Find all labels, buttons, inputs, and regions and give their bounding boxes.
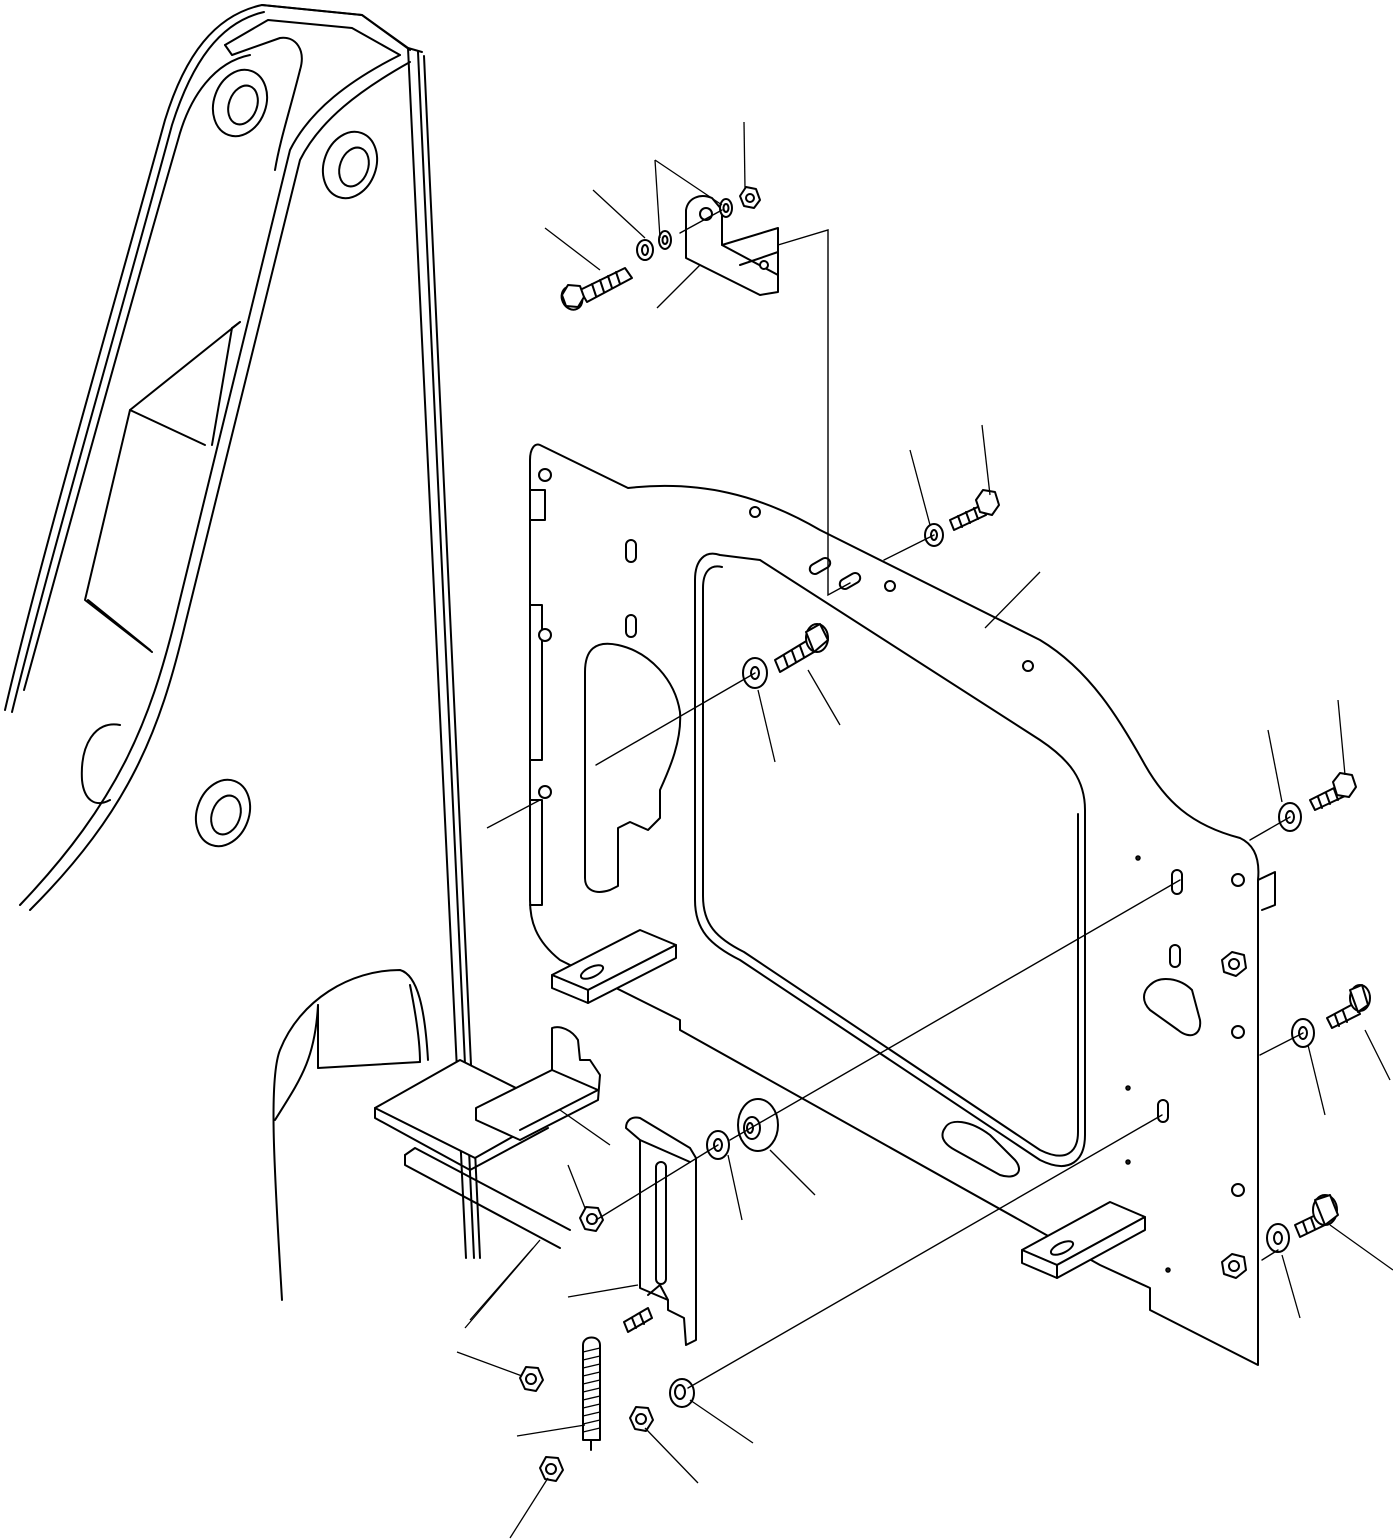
upper-nut [740, 187, 760, 208]
upper-bracket [686, 196, 778, 295]
lower-nut-2 [520, 1367, 543, 1391]
spacer [670, 1379, 694, 1407]
callout-leaders [457, 122, 1393, 1538]
lower-nut-1 [580, 1207, 603, 1231]
bushing-2 [314, 124, 386, 206]
lower-nut-4 [540, 1457, 563, 1481]
bushing-3 [187, 772, 259, 854]
lower-nut-3 [630, 1407, 653, 1431]
plate-weld-nut-2 [1222, 1254, 1246, 1278]
bushing-1 [204, 62, 276, 144]
foot-tab-right [1022, 1202, 1145, 1278]
upper-washer-3 [720, 199, 732, 217]
plate-weld-nut-1 [1222, 952, 1246, 976]
plate-bolt-right-top [1279, 773, 1356, 831]
upper-bolt [558, 268, 632, 313]
plate-bolt-right-mid [1292, 985, 1370, 1047]
foot-tab-left [552, 930, 676, 1003]
spring [583, 1338, 600, 1451]
large-washer [738, 1099, 778, 1151]
center-lines [596, 535, 1303, 1388]
slotted-strip-screw [624, 1308, 652, 1332]
l-bracket [476, 1027, 600, 1140]
plate-bolt-top [925, 490, 999, 546]
bracket-alignment-line [778, 230, 850, 595]
mounting-plate [530, 445, 1275, 1365]
plate-bolt-right-low [1267, 1195, 1338, 1252]
slotted-strip [626, 1117, 696, 1345]
upper-washer-1 [637, 240, 653, 260]
boom-arm [5, 5, 480, 1300]
upper-washer-2 [659, 231, 671, 249]
